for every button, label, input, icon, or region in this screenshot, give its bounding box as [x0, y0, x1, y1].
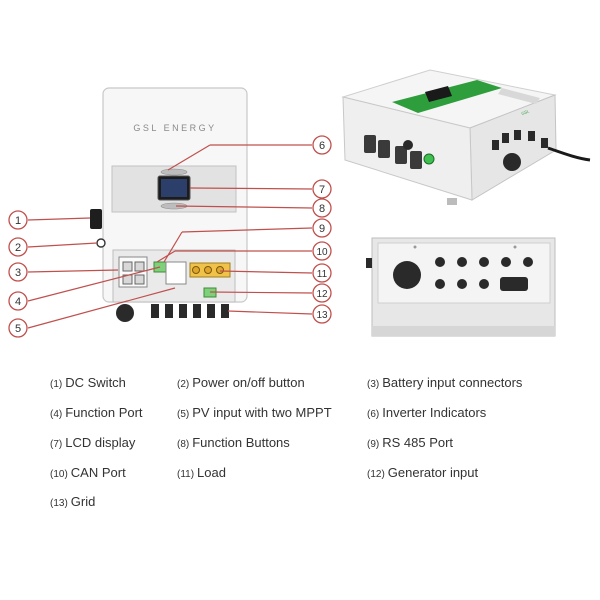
legend-item: (2)Power on/off button: [177, 375, 305, 390]
legend-label: Function Port: [65, 405, 143, 420]
legend-number: (9): [367, 439, 380, 450]
callout-markers: [8, 135, 332, 338]
legend-item: (1)DC Switch: [50, 375, 126, 390]
callout-7: 7: [319, 184, 325, 196]
legend-label: Power on/off button: [192, 375, 305, 390]
bottom-port-row: [435, 257, 533, 291]
legend-label: CAN Port: [70, 465, 126, 480]
legend-number: (1): [50, 379, 63, 390]
legend-number: (12): [367, 469, 385, 480]
legend-label: Battery input connectors: [382, 375, 523, 390]
legend-item: (7)LCD display: [50, 435, 135, 450]
legend-number: (4): [50, 409, 63, 420]
legend-item: (3)Battery input connectors: [367, 375, 522, 390]
legend-label: RS 485 Port: [382, 435, 454, 450]
legend-number: (6): [367, 409, 380, 420]
legend-item: (12)Generator input: [367, 465, 478, 480]
callout-lines: [27, 144, 313, 329]
legend-label: Inverter Indicators: [382, 405, 487, 420]
callout-13: 13: [316, 310, 328, 321]
legend-label: PV input with two MPPT: [192, 405, 332, 420]
dc-switch: [90, 209, 102, 229]
legend-number: (7): [50, 439, 63, 450]
callout-12: 12: [316, 289, 328, 300]
power-button: [96, 238, 106, 248]
callout-5: 5: [15, 323, 21, 335]
bottom-connectors: [116, 304, 229, 322]
legend-item: (10)CAN Port: [50, 465, 126, 480]
legend-label: LCD display: [65, 435, 136, 450]
svg-text:GSL: GSL: [521, 108, 531, 116]
legend-label: Load: [197, 465, 226, 480]
legend-label: Grid: [70, 494, 96, 509]
legend-label: DC Switch: [65, 375, 126, 390]
front-view-inverter: GSL ENERGY: [90, 87, 248, 322]
callout-4: 4: [15, 296, 21, 308]
legend-item: (6)Inverter Indicators: [367, 405, 486, 420]
callout-8: 8: [319, 203, 325, 215]
legend-number: (2): [177, 379, 190, 390]
legend-number: (10): [50, 469, 68, 480]
legend-number: (3): [367, 379, 380, 390]
legend-label: Generator input: [387, 465, 479, 480]
legend-number: (5): [177, 409, 190, 420]
legend-item: (11)Load: [177, 465, 226, 480]
callout-10: 10: [316, 247, 328, 258]
legend-item: (5)PV input with two MPPT: [177, 405, 332, 420]
callout-9: 9: [319, 223, 325, 235]
legend-item: (4)Function Port: [50, 405, 143, 420]
legend-item: (8)Function Buttons: [177, 435, 290, 450]
legend-number: (13): [50, 498, 68, 509]
callout-numbers: 1 2 3 4 5 6 7 8 9 10 11 12 13: [15, 140, 328, 335]
callout-2: 2: [15, 242, 21, 254]
callout-3: 3: [15, 267, 21, 279]
bottom-view-inverter: [366, 237, 556, 337]
inverter-illustration: GSL ENERGY: [8, 69, 591, 338]
legend-item: (13)Grid: [50, 494, 95, 509]
callout-1: 1: [15, 215, 21, 227]
legend-item: (9)RS 485 Port: [367, 435, 453, 450]
legend-number: (8): [177, 439, 190, 450]
callout-6: 6: [319, 140, 325, 152]
perspective-view-inverter: GSL: [341, 69, 591, 205]
legend-number: (11): [177, 469, 195, 480]
brand-label: GSL ENERGY: [133, 123, 216, 133]
callout-11: 11: [317, 269, 328, 280]
legend-label: Function Buttons: [192, 435, 290, 450]
battery-connector-round: [393, 261, 421, 289]
